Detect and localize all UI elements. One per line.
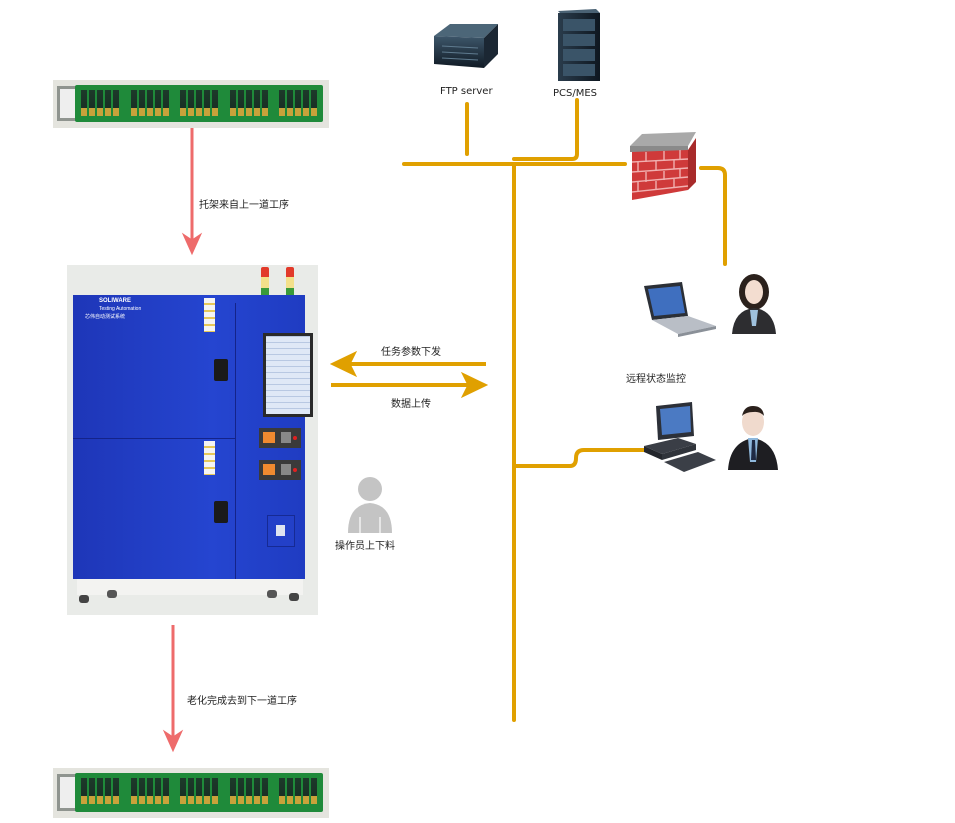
aging-chamber[interactable]: SOLIWARE Testing Automation 芯伟自动测试系统 [67, 265, 318, 615]
tray-incoming-label: 托架来自上一道工序 [199, 200, 289, 211]
person-icon [348, 477, 392, 533]
warning-labels-bottom [204, 441, 215, 475]
stack-light-right [286, 267, 294, 301]
stack-light-left [261, 267, 269, 301]
data-upload-arrow [331, 371, 489, 399]
temp-controller-2[interactable] [259, 460, 301, 480]
firewall-link [699, 166, 727, 266]
operator-label: 操作员上下料 [335, 541, 395, 552]
firewall-icon [630, 132, 696, 200]
logo-sub: Testing Automation [99, 306, 142, 312]
touchscreen-display[interactable] [263, 333, 313, 417]
desktop-link [512, 448, 648, 468]
caster-wheel [289, 593, 299, 601]
temp-controller-1[interactable] [259, 428, 301, 448]
operator-node[interactable]: 操作员上下料 [330, 475, 410, 555]
caster-wheel [267, 590, 277, 598]
chamber-logo: SOLIWARE Testing Automation 芯伟自动测试系统 [85, 297, 151, 325]
door-handle-top[interactable] [214, 359, 228, 381]
remote-monitoring-label: 远程状态监控 [626, 374, 686, 385]
task-params-arrow [329, 350, 486, 378]
caster-wheel [79, 595, 89, 603]
tray-in-pcb [53, 80, 329, 128]
logo-text: SOLIWARE [99, 298, 132, 304]
task-params-label: 任务参数下发 [381, 347, 441, 358]
rack-server-icon [558, 9, 600, 81]
panel-seam [235, 303, 236, 579]
ftp-server-node[interactable]: FTP server [428, 14, 508, 104]
door-seam [73, 438, 235, 439]
tray-outgoing-label: 老化完成去到下一道工序 [187, 696, 297, 707]
server-icon [434, 24, 498, 68]
caster-wheel [107, 590, 117, 598]
tray-outgoing-arrow [162, 625, 184, 753]
tray-incoming-arrow [181, 128, 203, 256]
pcs-mes-link [512, 98, 579, 161]
pcs-mes-node[interactable]: PCS/MES [548, 5, 618, 100]
data-upload-label: 数据上传 [391, 399, 431, 410]
chamber-base [77, 579, 303, 595]
power-switch-panel[interactable] [267, 515, 295, 547]
logo-cn: 芯伟自动测试系统 [85, 314, 126, 320]
tray-out-pcb [53, 768, 329, 818]
firewall-node[interactable] [628, 126, 700, 202]
pcs-mes-label: PCS/MES [553, 88, 598, 99]
ftp-server-label: FTP server [440, 86, 493, 97]
door-handle-bottom[interactable] [214, 501, 228, 523]
warning-labels-top [204, 298, 215, 332]
